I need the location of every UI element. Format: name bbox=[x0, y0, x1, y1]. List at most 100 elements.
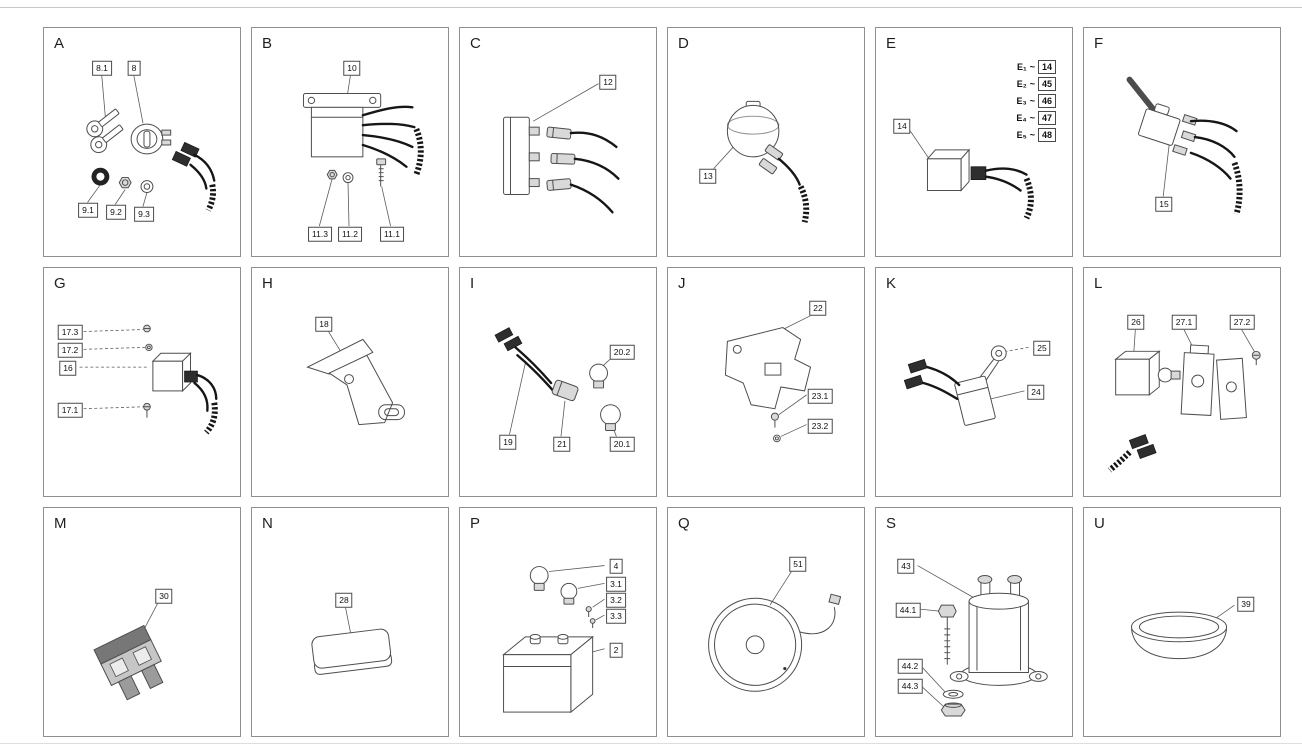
panel-j: J 22 23.1 23.2 bbox=[667, 267, 865, 497]
bottom-rule bbox=[0, 743, 1302, 744]
spade-connector-icon bbox=[550, 153, 576, 165]
legend-number: 45 bbox=[1037, 77, 1056, 91]
washer-icon bbox=[342, 172, 354, 184]
panel-letter: U bbox=[1094, 515, 1105, 532]
cover-box-illustration bbox=[311, 605, 393, 675]
connector-icon bbox=[970, 166, 987, 181]
callout-11-3: 11.3 bbox=[308, 226, 332, 242]
panel-g: G 17.3 17.2 16 17.1 bbox=[43, 267, 241, 497]
callout-17-3: 17.3 bbox=[57, 324, 83, 340]
solenoid-plates-illustration bbox=[1107, 327, 1261, 473]
legend-tilde: ~ bbox=[1029, 96, 1035, 106]
battery-bulbs-illustration bbox=[502, 565, 605, 714]
panel-letter: L bbox=[1094, 275, 1103, 292]
switch-cylinder-icon bbox=[130, 123, 172, 155]
relay-legend: E₁ ~ 14 E₂ ~ 45 E₃ ~ 46 E₄ ~ 47 bbox=[1016, 60, 1056, 142]
bulb-icon bbox=[560, 582, 578, 605]
spade-terminal-icon bbox=[758, 158, 778, 175]
cap-icon bbox=[1131, 611, 1228, 660]
relay-body-icon bbox=[302, 93, 382, 158]
panel-letter: P bbox=[470, 515, 481, 532]
nut-icon bbox=[326, 169, 338, 180]
screw-icon bbox=[589, 618, 596, 628]
ignition-switch-illustration bbox=[86, 71, 217, 212]
callout-17-1: 17.1 bbox=[57, 402, 83, 418]
bracket-icon bbox=[306, 338, 405, 426]
plate-icon bbox=[724, 327, 812, 410]
plug-connector-icon bbox=[494, 327, 523, 352]
legend-key: E₃ bbox=[1016, 96, 1027, 106]
toggle-lever-icon bbox=[1126, 76, 1157, 113]
bulb-icon bbox=[529, 566, 549, 591]
panel-letter: Q bbox=[678, 515, 690, 532]
callout-21: 21 bbox=[553, 436, 571, 452]
callout-51: 51 bbox=[789, 556, 807, 572]
solenoid-block-icon bbox=[1114, 350, 1181, 396]
switch-body-icon bbox=[1138, 103, 1181, 146]
contactor-body-icon bbox=[949, 574, 1048, 686]
panel-letter: M bbox=[54, 515, 67, 532]
bulb-icon bbox=[600, 404, 621, 431]
callout-13: 13 bbox=[699, 168, 717, 184]
cable-plug-icon bbox=[828, 593, 842, 606]
bulb-socket-icon bbox=[551, 379, 579, 402]
panel-l: L 26 27.1 27.2 bbox=[1083, 267, 1281, 497]
fuse-icon bbox=[93, 624, 164, 701]
legend-number: 47 bbox=[1037, 111, 1056, 125]
panel-letter: G bbox=[54, 275, 66, 292]
spade-terminal-icon bbox=[764, 144, 783, 161]
legend-key: E₅ bbox=[1016, 130, 1027, 140]
legend-row: E₁ ~ 14 bbox=[1017, 60, 1056, 74]
callout-20-1: 20.1 bbox=[609, 436, 635, 452]
callout-9-1: 9.1 bbox=[78, 202, 98, 218]
panel-letter: D bbox=[678, 35, 689, 52]
panel-letter: S bbox=[886, 515, 897, 532]
callout-39: 39 bbox=[1237, 596, 1255, 612]
washer-icon bbox=[140, 180, 154, 193]
connector-icon bbox=[907, 358, 928, 374]
plate-icon bbox=[1180, 344, 1215, 416]
screw-icon bbox=[770, 412, 779, 428]
blade-fuse-illustration bbox=[93, 601, 164, 701]
callout-11-2: 11.2 bbox=[338, 226, 362, 242]
panel-s: S 43 44.1 44.2 44.3 bbox=[875, 507, 1073, 737]
legend-number: 48 bbox=[1037, 128, 1056, 142]
legend-key: E₄ bbox=[1016, 113, 1027, 123]
panel-letter: C bbox=[470, 35, 481, 52]
callout-24: 24 bbox=[1027, 384, 1045, 400]
callout-11-1: 11.1 bbox=[380, 226, 404, 242]
panel-letter: B bbox=[262, 35, 273, 52]
battery-icon bbox=[502, 633, 595, 714]
round-cap-illustration bbox=[1131, 604, 1235, 660]
spade-connector-icon bbox=[546, 126, 572, 140]
panel-b: B 10 11.3 11.2 11.1 bbox=[251, 27, 449, 257]
screw-icon bbox=[143, 324, 151, 333]
terminal-block-illustration bbox=[503, 83, 620, 214]
callout-19: 19 bbox=[499, 434, 517, 450]
callout-9-3: 9.3 bbox=[134, 206, 154, 222]
callout-15: 15 bbox=[1155, 196, 1173, 212]
legend-row: E₂ ~ 45 bbox=[1017, 77, 1056, 91]
connector-icon bbox=[1128, 434, 1157, 459]
callout-23-1: 23.1 bbox=[807, 388, 833, 404]
callout-27-1: 27.1 bbox=[1171, 314, 1197, 330]
legend-row: E₄ ~ 47 bbox=[1016, 111, 1056, 125]
cable-icon bbox=[799, 607, 836, 635]
bolt-icon bbox=[376, 158, 387, 187]
legend-tilde: ~ bbox=[1029, 79, 1035, 89]
panel-m: M 30 bbox=[43, 507, 241, 737]
nut-icon bbox=[940, 702, 966, 717]
contactor-illustration bbox=[917, 565, 1048, 717]
callout-43: 43 bbox=[897, 558, 915, 574]
legend-tilde: ~ bbox=[1029, 62, 1035, 72]
panel-letter: F bbox=[1094, 35, 1104, 52]
parts-diagram-grid: A 8.1 8 9.1 9.2 9.3 bbox=[43, 27, 1281, 737]
connector-icon bbox=[903, 374, 924, 390]
panel-c: C 12 bbox=[459, 27, 657, 257]
panel-letter: I bbox=[470, 275, 475, 292]
panel-letter: K bbox=[886, 275, 897, 292]
panel-letter: N bbox=[262, 515, 273, 532]
legend-number: 14 bbox=[1037, 60, 1056, 74]
harness-bulbs-illustration bbox=[494, 327, 621, 437]
panel-u: U 39 bbox=[1083, 507, 1281, 737]
